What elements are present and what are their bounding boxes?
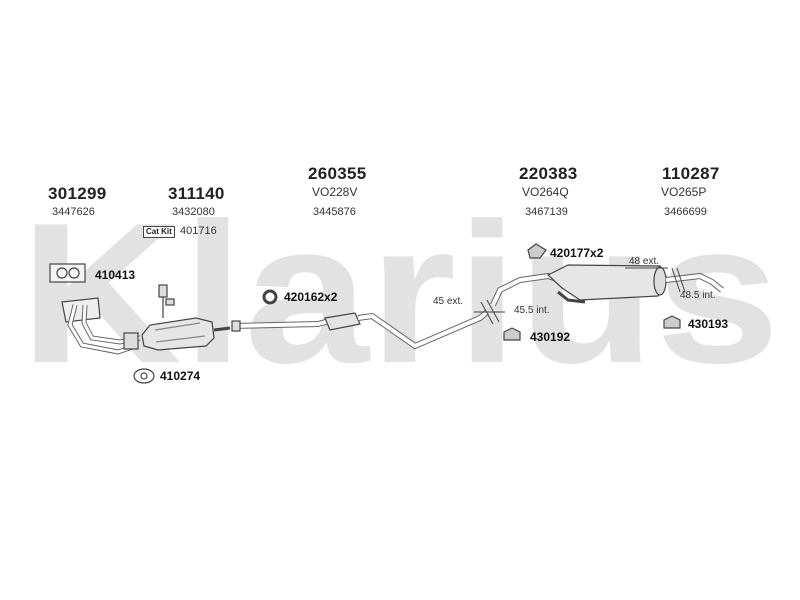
fitting-410413: 410413 — [95, 268, 136, 282]
joint-marker-45 — [474, 299, 505, 325]
middle-silencer-260355 — [231, 309, 489, 350]
dimension-48-5-int: 48.5 int. — [680, 290, 716, 301]
fitting-401716: 401716 — [180, 225, 217, 237]
part-ref-110287: 3466699 — [664, 206, 707, 218]
dimension-45-5-int: 45.5 int. — [514, 305, 550, 316]
hanger-icon-420177 — [527, 243, 547, 259]
part-ref-220383: 3467139 — [525, 206, 568, 218]
part-oe-110287: VO265P — [661, 185, 707, 199]
part-number-301299: 301299 — [48, 184, 107, 203]
ring-icon-420162 — [262, 289, 278, 305]
part-sub-311140: 3432080 — [172, 206, 215, 218]
fitting-430192: 430192 — [530, 330, 571, 344]
part-number-311140: 311140 — [168, 184, 225, 203]
part-number-260355: 260355 — [308, 164, 367, 183]
hanger-icon-430193 — [663, 315, 681, 329]
fitting-420177: 420177x2 — [550, 246, 604, 260]
part-ref-260355: 3445876 — [313, 206, 356, 218]
dimension-45-ext: 45 ext. — [433, 296, 464, 307]
catalytic-converter-311140 — [141, 284, 231, 351]
cat-kit-tag: Cat Kit — [143, 226, 175, 238]
hanger-icon-430192 — [503, 327, 521, 341]
front-pipe-301299 — [61, 297, 141, 355]
fitting-410274: 410274 — [160, 369, 201, 383]
clamp-icon-410274 — [133, 368, 155, 384]
fitting-420162: 420162x2 — [284, 290, 338, 304]
part-oe-220383: VO264Q — [522, 185, 569, 199]
fitting-430193: 430193 — [688, 317, 729, 331]
gasket-icon-410413 — [49, 263, 86, 283]
dimension-48-ext: 48 ext. — [629, 256, 660, 267]
part-number-220383: 220383 — [519, 164, 578, 183]
part-sub-301299: 3447626 — [52, 206, 95, 218]
tailpipe-110287 — [625, 267, 724, 293]
part-number-110287: 110287 — [662, 164, 720, 183]
part-oe-260355: VO228V — [312, 185, 358, 199]
rear-silencer-220383 — [490, 264, 669, 307]
